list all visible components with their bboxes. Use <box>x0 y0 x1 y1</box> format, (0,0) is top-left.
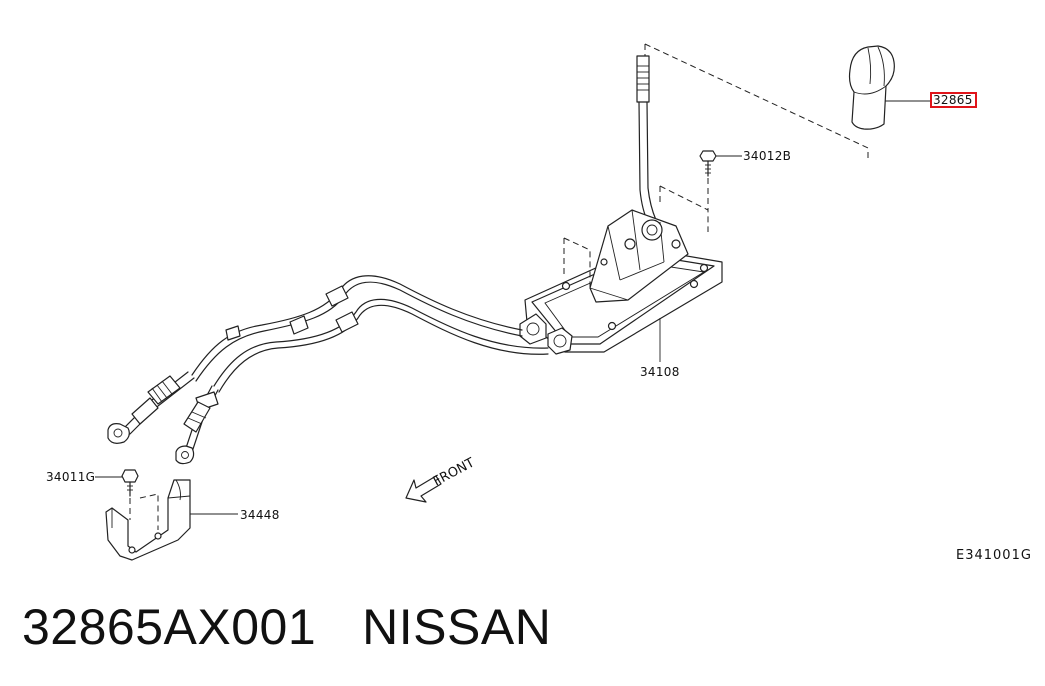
callout-knob-label: 32865 <box>933 93 973 107</box>
knob-dashed-guide <box>644 43 869 160</box>
bracket <box>105 479 191 561</box>
brand-name: NISSAN <box>362 599 552 655</box>
bolt-upper <box>699 150 717 177</box>
callout-bolt-lower: 34011G <box>46 470 95 484</box>
shift-lever <box>636 55 657 223</box>
part-caption: 32865AX001 NISSAN <box>22 592 551 662</box>
diagram-code: E341001G <box>956 548 1032 563</box>
shifter-housing <box>519 209 723 355</box>
part-number: 32865AX001 <box>22 599 317 655</box>
parts-diagram: 32865 34012B <box>46 43 1032 563</box>
callout-shifter-assembly: 34108 <box>640 365 680 379</box>
front-label: FRONT <box>431 455 477 489</box>
shift-knob <box>848 45 895 130</box>
bolt-lower <box>121 469 139 497</box>
front-arrow-icon <box>405 475 442 503</box>
front-direction-indicator: FRONT <box>405 455 477 503</box>
highlighted-callout[interactable]: 32865 <box>930 92 977 108</box>
callout-bolt-upper: 34012B <box>743 149 791 163</box>
shift-cables <box>107 275 549 465</box>
callout-bracket: 34448 <box>240 508 280 522</box>
housing-dashed-guide <box>563 237 591 288</box>
